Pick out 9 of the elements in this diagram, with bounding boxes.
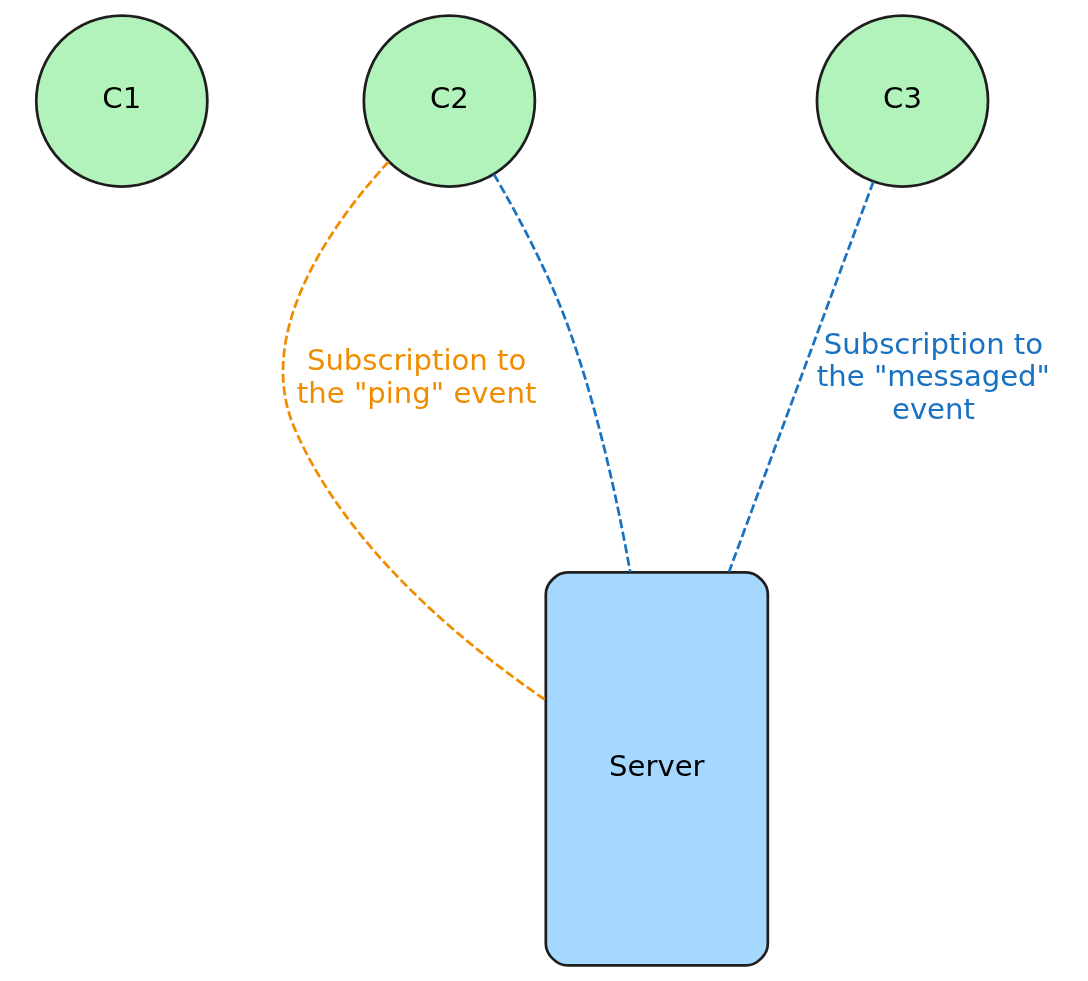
edge-label: Subscription to the "messaged" event	[816, 326, 1050, 427]
node-box: Server	[544, 571, 770, 967]
node-circle: C2	[362, 14, 537, 188]
connector	[727, 181, 875, 573]
connector	[281, 160, 547, 702]
node-circle: C3	[815, 14, 990, 188]
connector	[492, 173, 632, 573]
node-circle: C1	[34, 14, 209, 188]
edge-label: Subscription to the "ping" event	[296, 343, 537, 410]
